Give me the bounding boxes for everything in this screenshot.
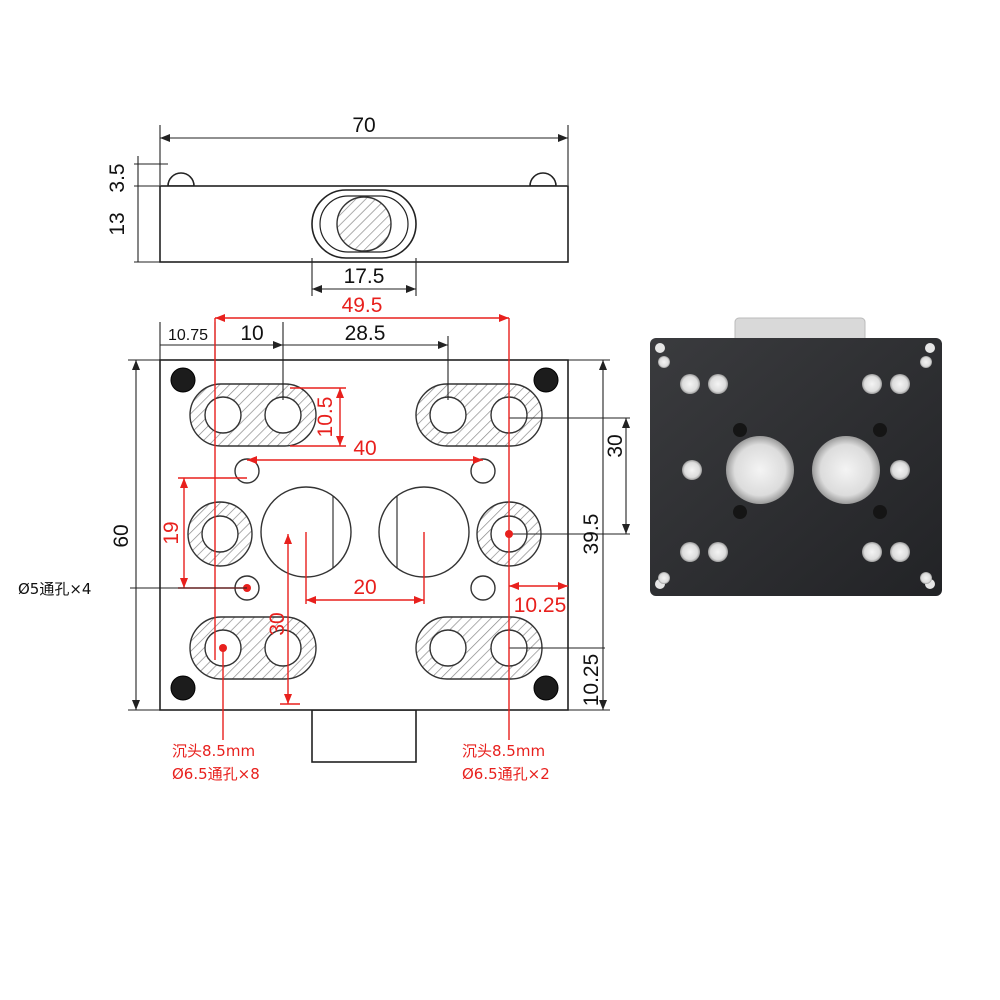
note-through-hole-right: Ø6.5通孔×2 <box>462 765 550 783</box>
dim-20: 20 <box>353 576 376 599</box>
note-counterbore-left: 沉头8.5mm <box>172 742 255 760</box>
product-photo <box>650 317 942 596</box>
note-through-hole-left: Ø6.5通孔×8 <box>172 765 260 783</box>
dim-40: 40 <box>353 437 376 460</box>
dim-60: 60 <box>110 524 133 547</box>
note-through-hole-5: Ø5通孔×4 <box>18 580 91 598</box>
dim-28-5: 28.5 <box>345 322 386 345</box>
dim-10-5: 10.5 <box>314 397 337 438</box>
dim-10-25-vertical: 10.25 <box>580 654 603 707</box>
dim-shaft-17-5: 17.5 <box>344 265 385 288</box>
dim-30-vertical: 30 <box>266 612 289 635</box>
front-view: 10.75 10 28.5 60 30 39.5 10.25 <box>18 294 630 783</box>
dim-49-5: 49.5 <box>342 294 383 317</box>
dim-19: 19 <box>160 521 183 544</box>
shaft-section <box>336 196 392 252</box>
dim-10-25-horizontal: 10.25 <box>514 594 567 617</box>
side-view: 70 3.5 13 17.5 <box>106 114 569 296</box>
note-counterbore-right: 沉头8.5mm <box>462 742 545 760</box>
dim-step-3-5: 3.5 <box>106 163 129 192</box>
dim-39-5: 39.5 <box>580 514 603 555</box>
dim-10: 10 <box>240 322 263 345</box>
dim-10-75: 10.75 <box>168 327 208 344</box>
dim-height-13: 13 <box>106 212 129 235</box>
plate-photo <box>650 338 942 596</box>
dim-30-right: 30 <box>604 434 627 457</box>
dim-width-70: 70 <box>352 114 375 137</box>
